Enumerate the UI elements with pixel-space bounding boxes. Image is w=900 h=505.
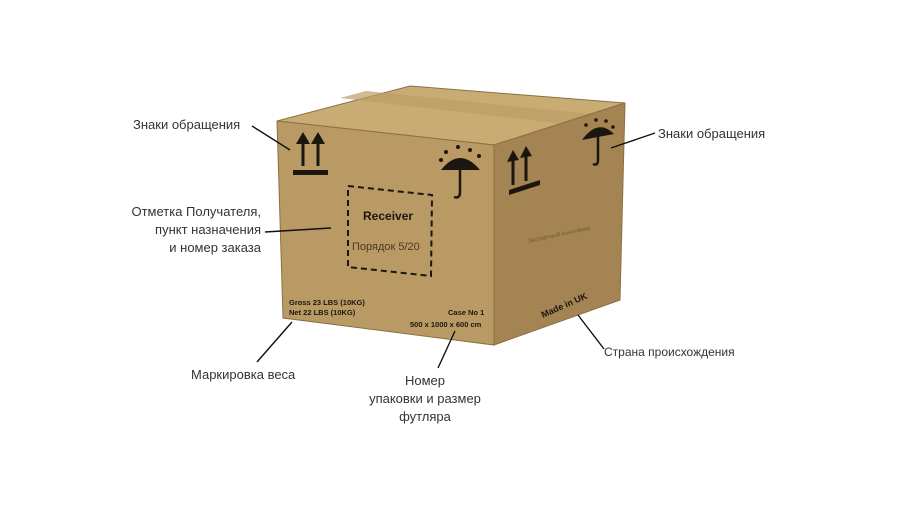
label-handling-left: Знаки обращения: [133, 117, 241, 132]
label-handling-right: Знаки обращения: [658, 126, 766, 141]
label-receiver-line-3: и номер заказа: [169, 240, 261, 255]
receiver-title: Receiver: [363, 209, 413, 223]
leader-receiver: [264, 227, 332, 233]
this-way-up-icon: [293, 132, 328, 175]
label-case-number: Номер упаковки и размер футляра: [355, 372, 495, 426]
receiver-order: Порядок 5/20: [352, 241, 420, 253]
leader-handling-left: [251, 125, 291, 151]
label-case-line-1: Номер: [404, 373, 445, 388]
this-way-up-icon-side: [507, 146, 540, 195]
label-receiver-mark: Отметка Получателя, пункт назначения и н…: [118, 203, 261, 257]
leader-origin: [577, 314, 605, 350]
label-origin-country: Страна происхождения: [604, 345, 735, 359]
label-case-line-3: футляра: [399, 409, 451, 424]
leader-lines: [251, 125, 656, 369]
leader-case: [437, 330, 456, 369]
leader-handling-right: [610, 132, 656, 149]
gross-weight-text: Gross 23 LBS (10KG): [289, 298, 365, 307]
case-number-text: Case No 1: [448, 308, 484, 317]
label-receiver-line-1: Отметка Получателя,: [131, 204, 261, 219]
label-weight-mark: Маркировка веса: [191, 367, 296, 382]
net-weight-text: Net 22 LBS (10KG): [289, 308, 356, 317]
label-receiver-line-2: пункт назначения: [155, 222, 261, 237]
receiver-mark-frame: [347, 184, 434, 278]
box-tape: [340, 91, 590, 124]
keep-dry-icon-side: [582, 118, 615, 166]
keep-dry-icon: [439, 145, 481, 199]
label-case-line-2: упаковки и размер: [369, 391, 481, 406]
leader-weight: [256, 321, 293, 363]
case-size-text: 500 x 1000 x 600 cm: [410, 320, 482, 329]
